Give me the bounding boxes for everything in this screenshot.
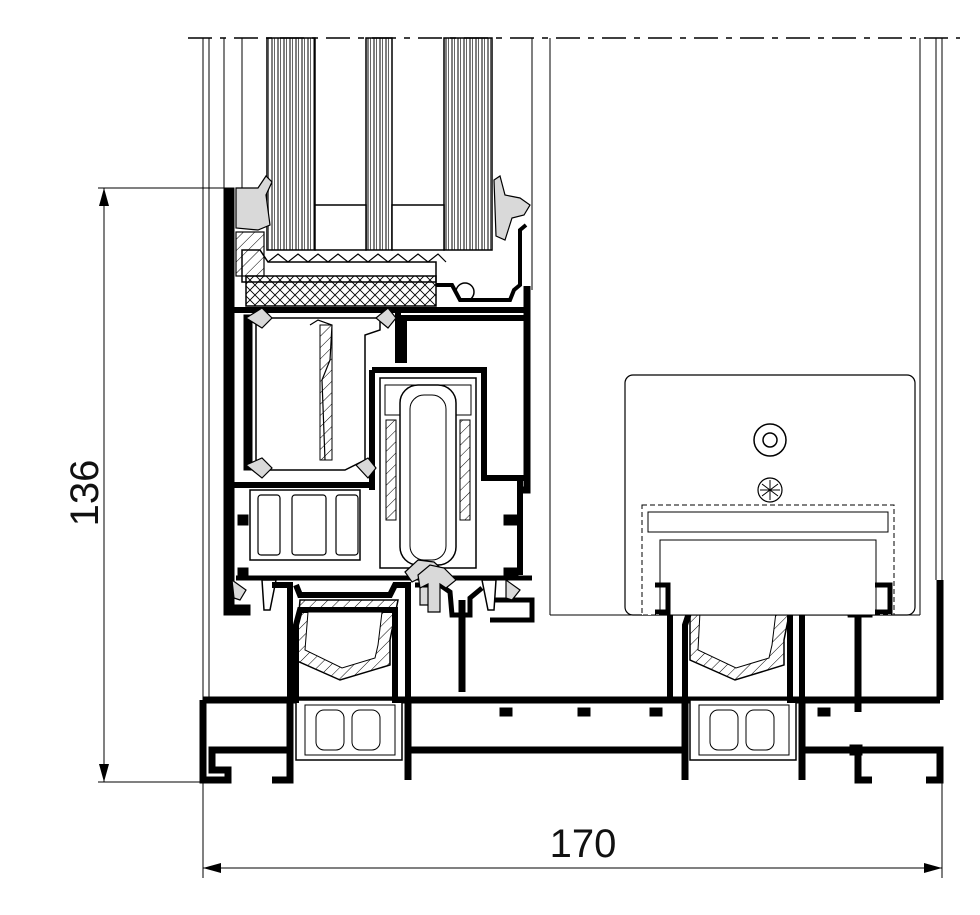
height-dimension	[98, 187, 224, 783]
lower-sash-seals	[231, 578, 521, 611]
left-track-insulator	[272, 564, 484, 703]
hatched-packer	[235, 231, 265, 277]
bottom-frame-profile	[199, 580, 944, 784]
roller-hardware	[379, 377, 477, 606]
width-dimension	[202, 782, 943, 878]
sash-thermal-break	[244, 307, 397, 561]
glazing-unit	[266, 37, 493, 251]
width-dimension-label: 170	[550, 822, 617, 866]
fixed-pane-adapter	[624, 374, 916, 616]
glazing-clip	[436, 223, 528, 302]
height-dimension-label: 136	[63, 460, 107, 527]
setting-block	[245, 275, 437, 307]
glazing-seals	[235, 175, 531, 283]
